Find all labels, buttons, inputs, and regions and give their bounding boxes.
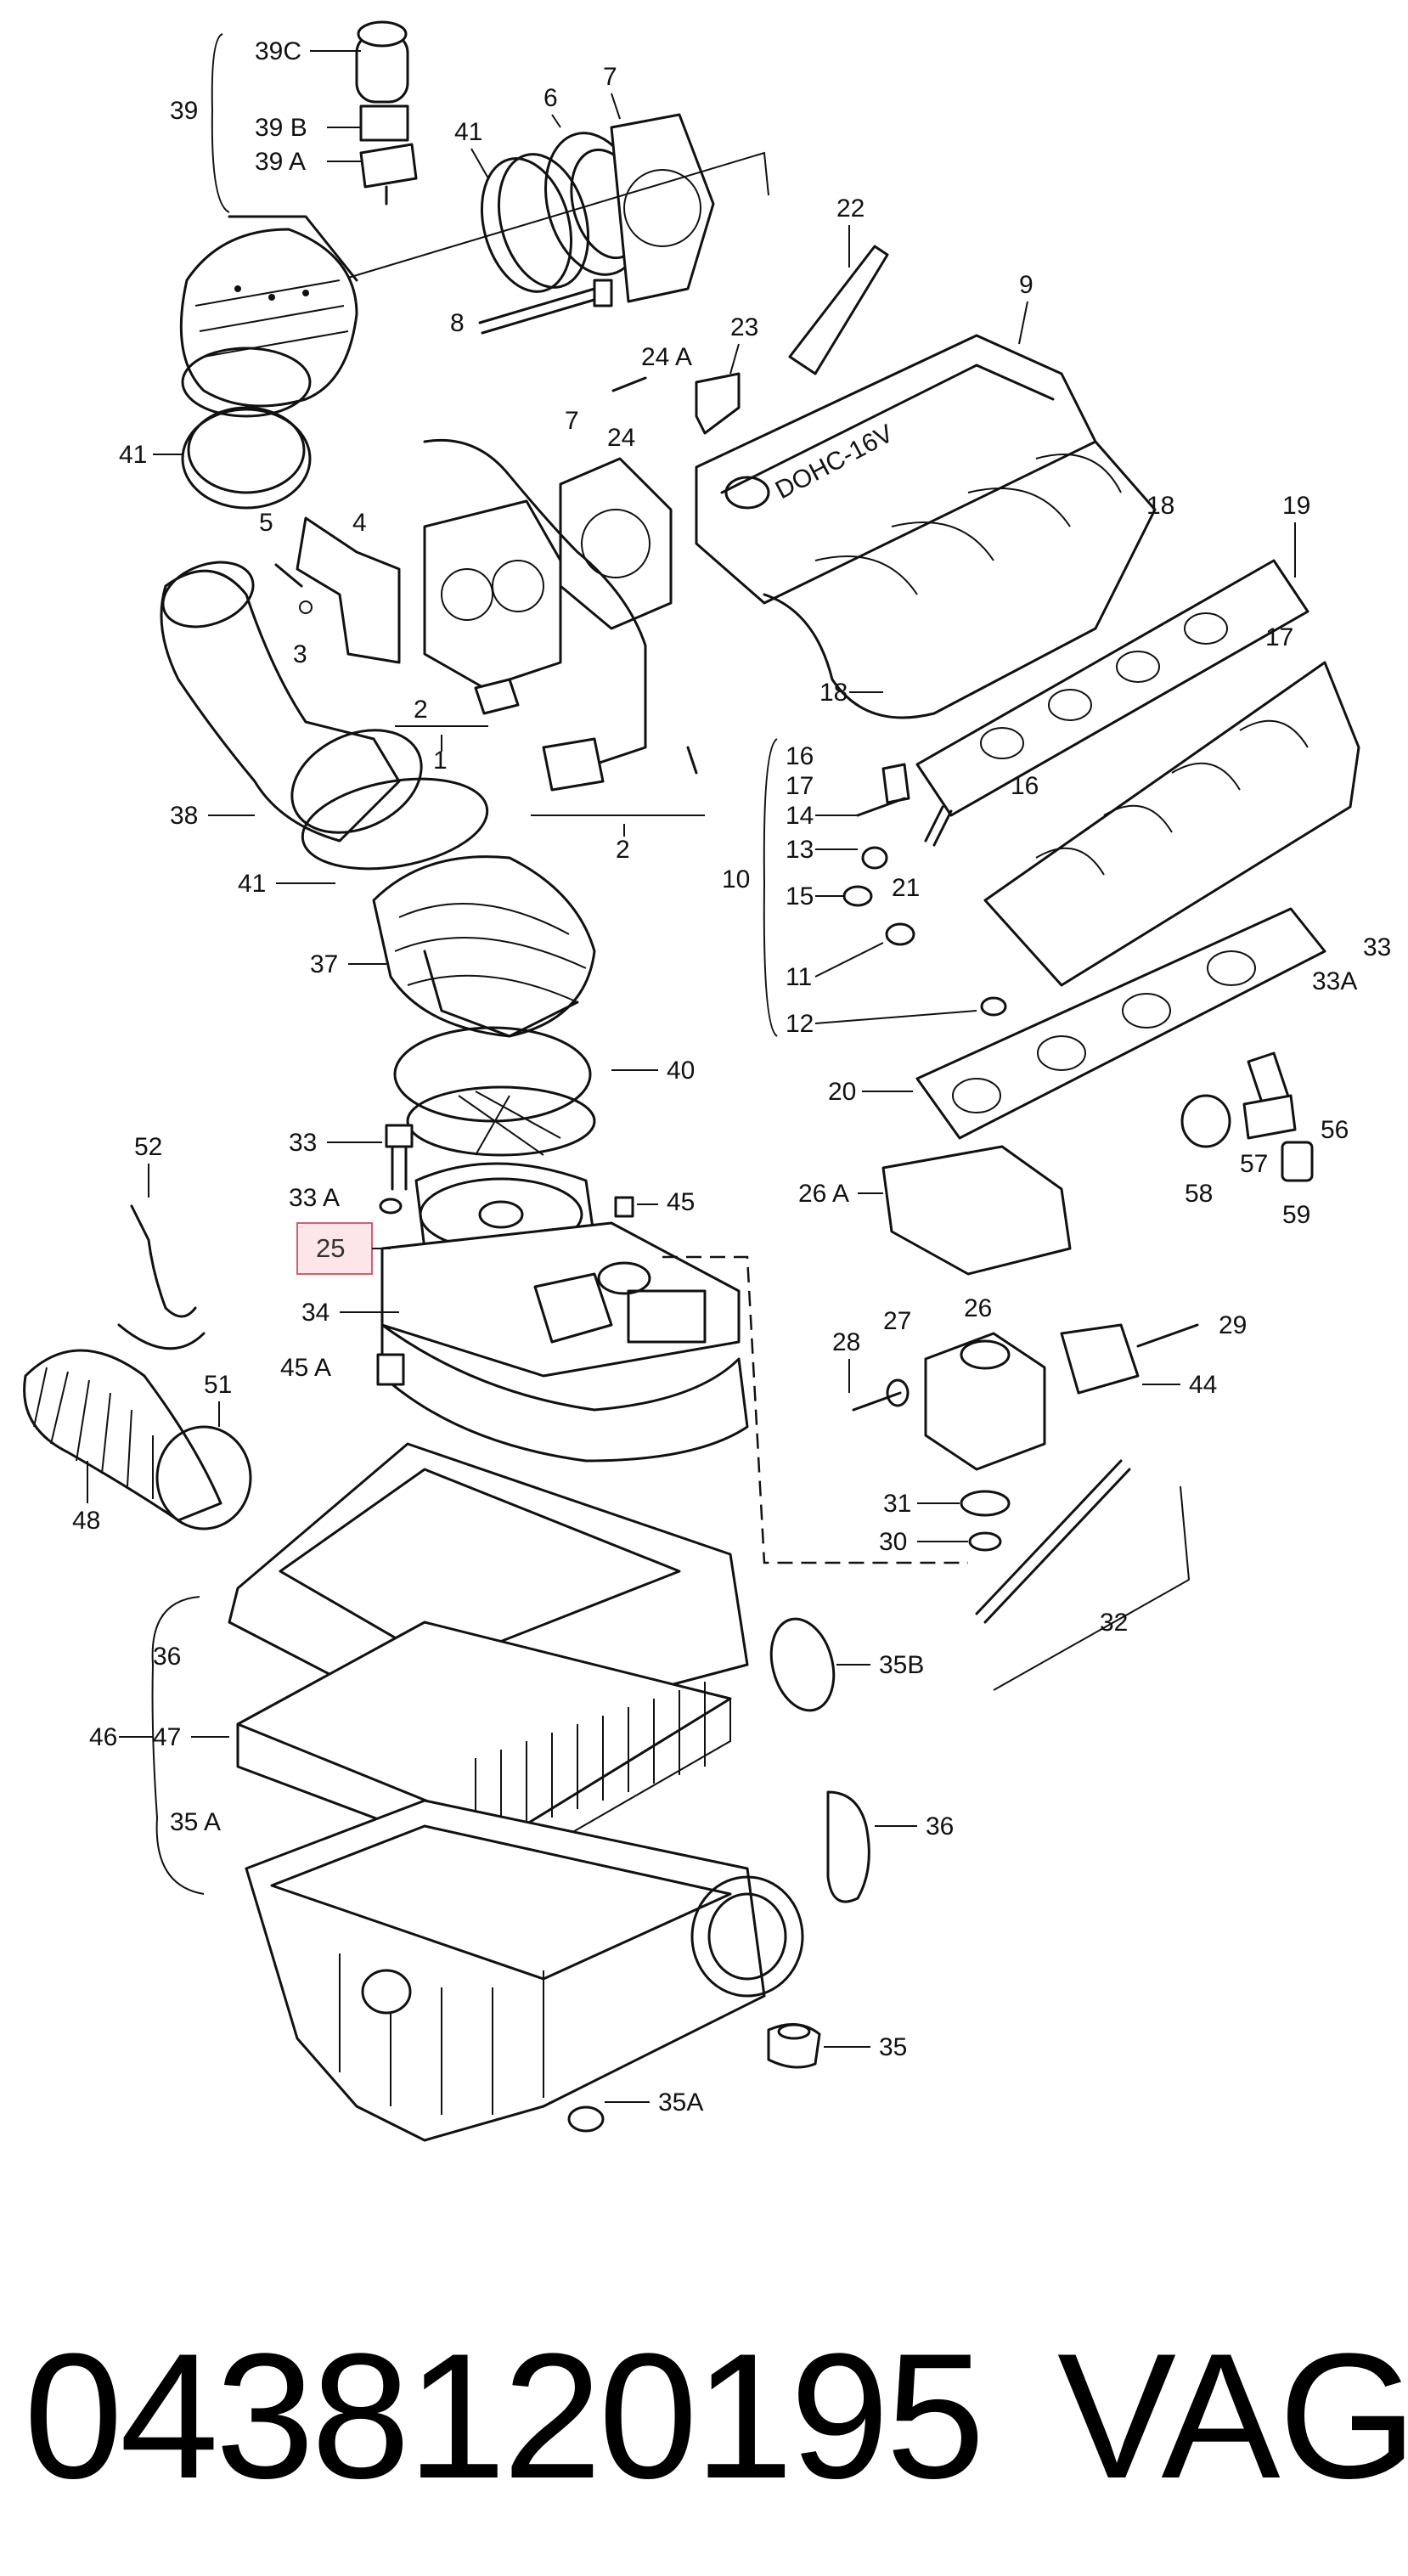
callout-24A: 24 A xyxy=(641,343,692,371)
callout-15: 15 xyxy=(786,882,814,910)
callout-2-left: 2 xyxy=(414,696,428,724)
callout-16-left: 16 xyxy=(786,742,814,770)
callout-26: 26 xyxy=(964,1294,992,1322)
callout-12: 12 xyxy=(786,1010,814,1038)
callout-17-left: 17 xyxy=(786,772,814,800)
callout-16-right: 16 xyxy=(1011,772,1039,800)
callout-44: 44 xyxy=(1189,1371,1217,1399)
callout-46: 46 xyxy=(89,1723,117,1751)
callout-20: 20 xyxy=(828,1078,856,1106)
callout-30: 30 xyxy=(879,1528,907,1556)
callout-41-mid: 41 xyxy=(119,441,147,469)
callout-37: 37 xyxy=(310,950,338,978)
part-35A-housing xyxy=(245,1799,804,2142)
part-9-manifold-cover: DOHC-16V xyxy=(695,334,1097,605)
callout-10: 10 xyxy=(722,865,750,893)
part-48-hose xyxy=(23,1349,222,1522)
callout-57: 57 xyxy=(1240,1150,1268,1178)
part-41-clamp xyxy=(480,153,590,293)
part-corrugated-duct xyxy=(179,228,358,418)
callout-18-mid: 18 xyxy=(819,679,848,707)
callout-35A-bottom: 35A xyxy=(658,2088,703,2117)
callout-45A: 45 A xyxy=(280,1354,331,1382)
part-number: 0438120195 xyxy=(24,2316,985,2516)
callout-33-left: 33 xyxy=(289,1129,317,1157)
callout-24: 24 xyxy=(607,424,635,452)
callout-29: 29 xyxy=(1219,1311,1247,1339)
part-25-base xyxy=(380,1221,741,1378)
callout-4: 4 xyxy=(352,509,367,537)
brand: VAG xyxy=(1057,2316,1408,2516)
callout-36-left: 36 xyxy=(153,1643,181,1671)
callout-59: 59 xyxy=(1282,1201,1310,1229)
callout-41-lower: 41 xyxy=(238,870,266,898)
callout-9: 9 xyxy=(1019,271,1033,299)
callout-19: 19 xyxy=(1282,492,1310,520)
callout-58: 58 xyxy=(1185,1180,1213,1208)
callout-21: 21 xyxy=(892,874,920,902)
callout-17-right: 17 xyxy=(1265,623,1293,651)
part-38-hose xyxy=(160,561,423,843)
callout-39C: 39C xyxy=(255,37,301,65)
part-39-cap xyxy=(355,20,418,206)
callout-48: 48 xyxy=(72,1507,100,1535)
parts-diagram: DOHC-16V xyxy=(23,20,1391,2142)
callout-22: 22 xyxy=(836,194,865,223)
callout-41-top: 41 xyxy=(454,118,482,146)
callout-13: 13 xyxy=(786,836,814,864)
part-47-filter xyxy=(236,1621,732,1870)
callout-7-mid: 7 xyxy=(565,407,579,435)
callout-18-top: 18 xyxy=(1146,492,1174,520)
callout-52: 52 xyxy=(134,1133,162,1161)
callout-40: 40 xyxy=(667,1057,695,1085)
callout-23: 23 xyxy=(730,313,758,341)
callout-36-right: 36 xyxy=(926,1812,954,1840)
callout-56: 56 xyxy=(1321,1116,1349,1144)
callout-5: 5 xyxy=(259,509,273,537)
callout-31: 31 xyxy=(883,1490,911,1518)
callout-35B: 35B xyxy=(879,1651,924,1679)
callout-38: 38 xyxy=(170,802,198,830)
callout-8: 8 xyxy=(450,309,465,337)
callout-26A: 26 A xyxy=(798,1180,849,1208)
callout-34: 34 xyxy=(301,1299,329,1327)
callout-32: 32 xyxy=(1100,1609,1128,1637)
callout-33-right: 33 xyxy=(1363,933,1391,961)
callout-1: 1 xyxy=(433,747,448,775)
callout-28: 28 xyxy=(832,1328,860,1356)
callout-14: 14 xyxy=(786,802,814,830)
callout-51: 51 xyxy=(204,1371,232,1399)
part-37-boot xyxy=(372,855,596,1038)
callout-labels: 39C 39 B 39 A 39 6 7 41 8 22 9 24 A 23 2… xyxy=(72,37,1391,2117)
callout-45: 45 xyxy=(667,1188,695,1216)
part-2-throttle-body xyxy=(423,499,562,715)
callout-7-top: 7 xyxy=(603,63,617,91)
footer: 0438120195 VAG xyxy=(0,2293,1408,2548)
callout-6: 6 xyxy=(543,84,558,112)
callout-11: 11 xyxy=(786,963,812,991)
callout-27: 27 xyxy=(883,1307,911,1335)
callout-3: 3 xyxy=(293,640,307,668)
callout-39B: 39 B xyxy=(255,114,307,142)
callout-33A-right: 33A xyxy=(1312,967,1357,995)
callout-33A-left: 33 A xyxy=(289,1184,340,1212)
callout-35: 35 xyxy=(879,2033,907,2061)
callout-47: 47 xyxy=(153,1723,181,1751)
callout-39: 39 xyxy=(170,97,198,125)
callout-39A: 39 A xyxy=(255,148,306,176)
callout-35A-left: 35 A xyxy=(170,1808,221,1836)
highlight-callout-25: 25 xyxy=(316,1233,345,1263)
callout-2-right: 2 xyxy=(616,836,630,864)
